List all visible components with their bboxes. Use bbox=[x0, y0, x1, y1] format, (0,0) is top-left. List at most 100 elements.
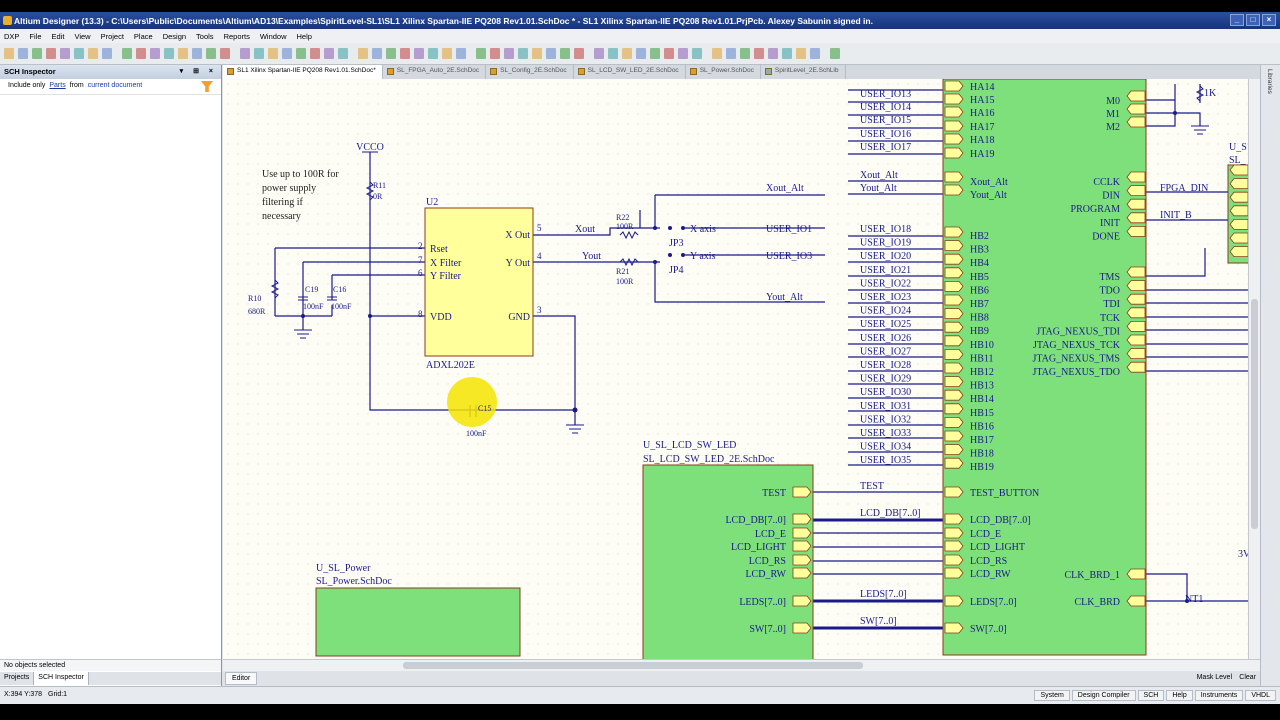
fpga-port[interactable] bbox=[1126, 90, 1146, 102]
fpga-port[interactable] bbox=[1126, 185, 1146, 196]
hscroll-thumb[interactable] bbox=[403, 662, 863, 669]
toolbar-button[interactable] bbox=[456, 48, 466, 59]
clear-button[interactable]: Clear bbox=[1239, 674, 1256, 681]
toolbar-button[interactable] bbox=[546, 48, 556, 59]
toolbar-button[interactable] bbox=[164, 48, 174, 59]
fpga-port[interactable] bbox=[1126, 595, 1146, 607]
menu-design[interactable]: Design bbox=[162, 31, 187, 41]
fpga-port[interactable] bbox=[944, 486, 964, 498]
menu-help[interactable]: Help bbox=[296, 31, 312, 41]
partial-sheet-port[interactable] bbox=[1229, 246, 1248, 257]
filter-parts-link[interactable]: Parts bbox=[49, 82, 66, 89]
tab-sch-inspector[interactable]: SCH Inspector bbox=[34, 672, 89, 685]
fpga-port[interactable] bbox=[944, 120, 964, 132]
fpga-port[interactable] bbox=[944, 93, 964, 105]
fpga-port[interactable] bbox=[944, 335, 964, 347]
toolbar-button[interactable] bbox=[608, 48, 618, 59]
toolbar-button[interactable] bbox=[428, 48, 438, 59]
toolbar-button[interactable] bbox=[88, 48, 98, 59]
lcd-sheet-port[interactable] bbox=[792, 527, 812, 539]
toolbar-button[interactable] bbox=[136, 48, 146, 59]
toolbar-button[interactable] bbox=[46, 48, 56, 59]
vertical-scrollbar[interactable] bbox=[1248, 79, 1260, 659]
fpga-port[interactable] bbox=[1126, 226, 1146, 237]
doc-tab-fpga[interactable]: SL_FPGA_Auto_2E.SchDoc bbox=[383, 65, 487, 79]
toolbar-button[interactable] bbox=[4, 48, 14, 59]
fpga-port[interactable] bbox=[1126, 307, 1146, 319]
toolbar-button[interactable] bbox=[574, 48, 584, 59]
toolbar-button[interactable] bbox=[296, 48, 306, 59]
fpga-port[interactable] bbox=[944, 147, 964, 159]
menu-dxp[interactable]: DXP bbox=[4, 31, 20, 41]
status-sch-button[interactable]: SCH bbox=[1137, 690, 1165, 701]
toolbar-button[interactable] bbox=[268, 48, 278, 59]
toolbar-button[interactable] bbox=[386, 48, 396, 59]
fpga-port[interactable] bbox=[1126, 116, 1146, 128]
fpga-port[interactable] bbox=[944, 430, 964, 442]
doc-tab-main[interactable]: SL1 Xilinx Spartan-IIE PQ208 Rev1.01.Sch… bbox=[223, 65, 383, 79]
toolbar-button[interactable] bbox=[740, 48, 750, 59]
toolbar-button[interactable] bbox=[282, 48, 292, 59]
toolbar-button[interactable] bbox=[650, 48, 660, 59]
fpga-port[interactable] bbox=[944, 308, 964, 319]
menu-tools[interactable]: Tools bbox=[196, 31, 214, 41]
fpga-port[interactable] bbox=[944, 457, 964, 469]
filter-scope-link[interactable]: current document bbox=[87, 82, 143, 89]
toolbar-button[interactable] bbox=[768, 48, 778, 59]
status-vhdl-button[interactable]: VHDL bbox=[1245, 690, 1276, 701]
status-instruments-button[interactable]: Instruments bbox=[1194, 690, 1244, 701]
fpga-port[interactable] bbox=[1126, 361, 1146, 373]
fpga-port[interactable] bbox=[944, 133, 964, 145]
fpga-port[interactable] bbox=[944, 595, 964, 607]
vscroll-thumb[interactable] bbox=[1251, 299, 1258, 529]
mask-level-button[interactable]: Mask Level bbox=[1196, 674, 1232, 681]
filter-funnel-icon[interactable] bbox=[201, 81, 213, 92]
toolbar-button[interactable] bbox=[754, 48, 764, 59]
toolbar-button[interactable] bbox=[796, 48, 806, 59]
fpga-port[interactable] bbox=[944, 513, 964, 525]
menu-view[interactable]: View bbox=[74, 31, 91, 41]
tab-projects[interactable]: Projects bbox=[0, 672, 35, 685]
toolbar-button[interactable] bbox=[358, 48, 368, 59]
toolbar-button[interactable] bbox=[692, 48, 702, 59]
fpga-port[interactable] bbox=[944, 80, 964, 92]
lcd-sheet-port[interactable] bbox=[792, 540, 812, 552]
fpga-port[interactable] bbox=[944, 554, 964, 566]
fpga-port[interactable] bbox=[944, 267, 964, 279]
toolbar-button[interactable] bbox=[518, 48, 528, 59]
menu-edit[interactable]: Edit bbox=[51, 31, 65, 41]
libraries-tab[interactable]: Libraries bbox=[1266, 69, 1273, 94]
toolbar-button[interactable] bbox=[476, 48, 486, 59]
menu-file[interactable]: File bbox=[29, 31, 42, 41]
u2-body[interactable] bbox=[424, 207, 534, 357]
lcd-sheet-port[interactable] bbox=[792, 486, 812, 498]
lcd-sheet-port[interactable] bbox=[792, 554, 812, 566]
fpga-port[interactable] bbox=[944, 567, 964, 579]
fpga-port[interactable] bbox=[944, 240, 964, 251]
fpga-port[interactable] bbox=[944, 171, 964, 183]
toolbar-button[interactable] bbox=[324, 48, 334, 59]
partial-sheet-port[interactable] bbox=[1229, 205, 1248, 217]
doc-tab-power[interactable]: SL_Power.SchDoc bbox=[686, 65, 761, 79]
toolbar-button[interactable] bbox=[254, 48, 264, 59]
fpga-port[interactable] bbox=[1126, 198, 1146, 210]
toolbar-button[interactable] bbox=[594, 48, 604, 59]
doc-tab-config[interactable]: SL_Config_2E.SchDoc bbox=[486, 65, 574, 79]
fpga-port[interactable] bbox=[944, 349, 964, 360]
toolbar-button[interactable] bbox=[206, 48, 216, 59]
toolbar-button[interactable] bbox=[532, 48, 542, 59]
fpga-port[interactable] bbox=[944, 444, 964, 455]
fpga-port[interactable] bbox=[944, 376, 964, 387]
fpga-port[interactable] bbox=[1126, 348, 1146, 359]
fpga-port[interactable] bbox=[944, 184, 964, 196]
lcd-sheet-port[interactable] bbox=[792, 622, 812, 634]
toolbar-button[interactable] bbox=[60, 48, 70, 59]
toolbar-button[interactable] bbox=[622, 48, 632, 59]
fpga-sheet-symbol[interactable] bbox=[942, 79, 1147, 656]
fpga-port[interactable] bbox=[944, 389, 964, 401]
fpga-port[interactable] bbox=[944, 417, 964, 428]
fpga-port[interactable] bbox=[944, 106, 964, 118]
fpga-port[interactable] bbox=[1126, 103, 1146, 115]
doc-tab-schlib[interactable]: SpiritLevel_2E.SchLib bbox=[761, 65, 846, 79]
